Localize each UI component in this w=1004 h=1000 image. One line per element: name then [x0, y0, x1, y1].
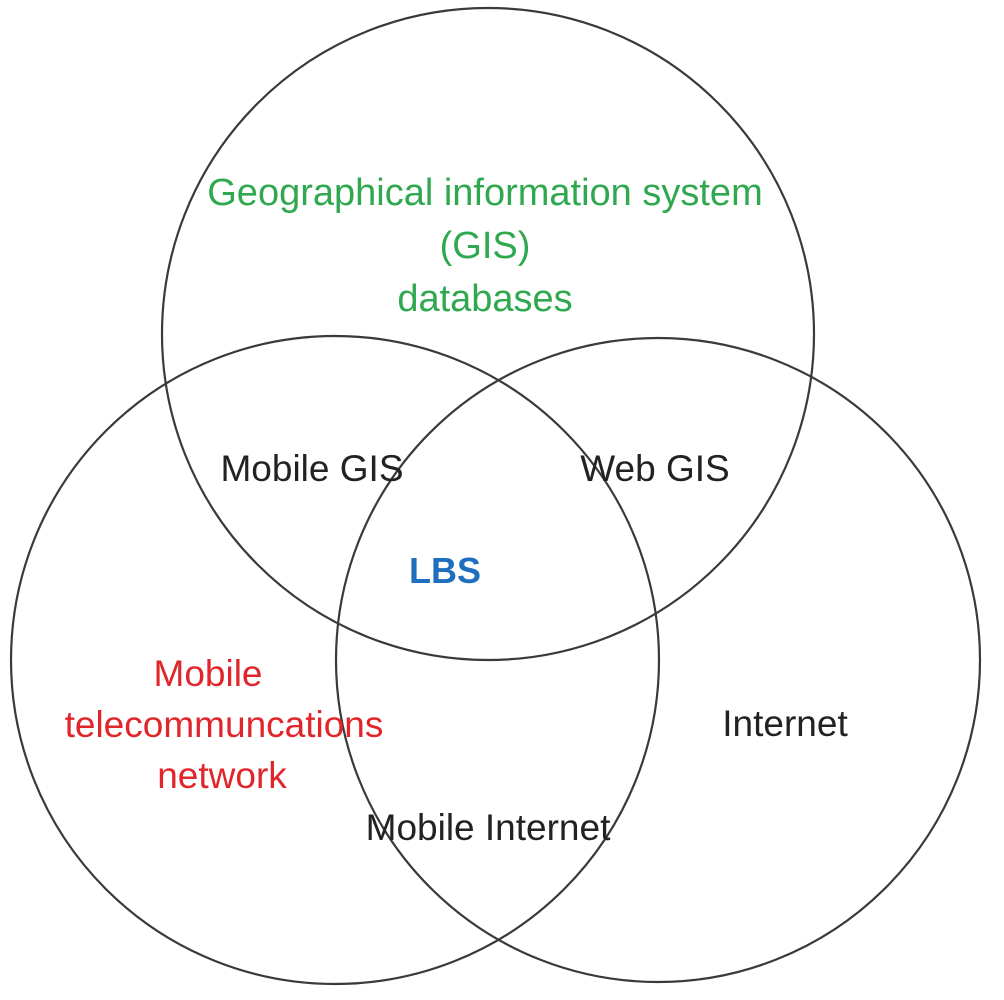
mobile-telecom-label-line-3: network [157, 755, 287, 796]
gis-circle [160, 6, 816, 662]
gis-label-line-1: Geographical information system [207, 172, 762, 214]
mobile-telecom-circle [9, 334, 661, 986]
mobile-gis-label: Mobile GIS [220, 448, 403, 489]
gis-label-line-3: databases [397, 278, 572, 320]
gis-label-line-2: (GIS) [440, 225, 531, 267]
mobile-internet-label: Mobile Internet [366, 807, 611, 848]
web-gis-label: Web GIS [580, 448, 729, 489]
mobile-telecom-label-line-2: telecommuncations [65, 704, 384, 745]
lbs-label: LBS [409, 550, 481, 591]
mobile-telecom-label-line-1: Mobile [154, 653, 263, 694]
internet-label: Internet [722, 703, 848, 744]
gis-label: Geographical information system (GIS) da… [207, 172, 762, 320]
internet-circle [334, 336, 982, 984]
mobile-telecom-label: Mobile telecommuncations network [65, 653, 384, 796]
